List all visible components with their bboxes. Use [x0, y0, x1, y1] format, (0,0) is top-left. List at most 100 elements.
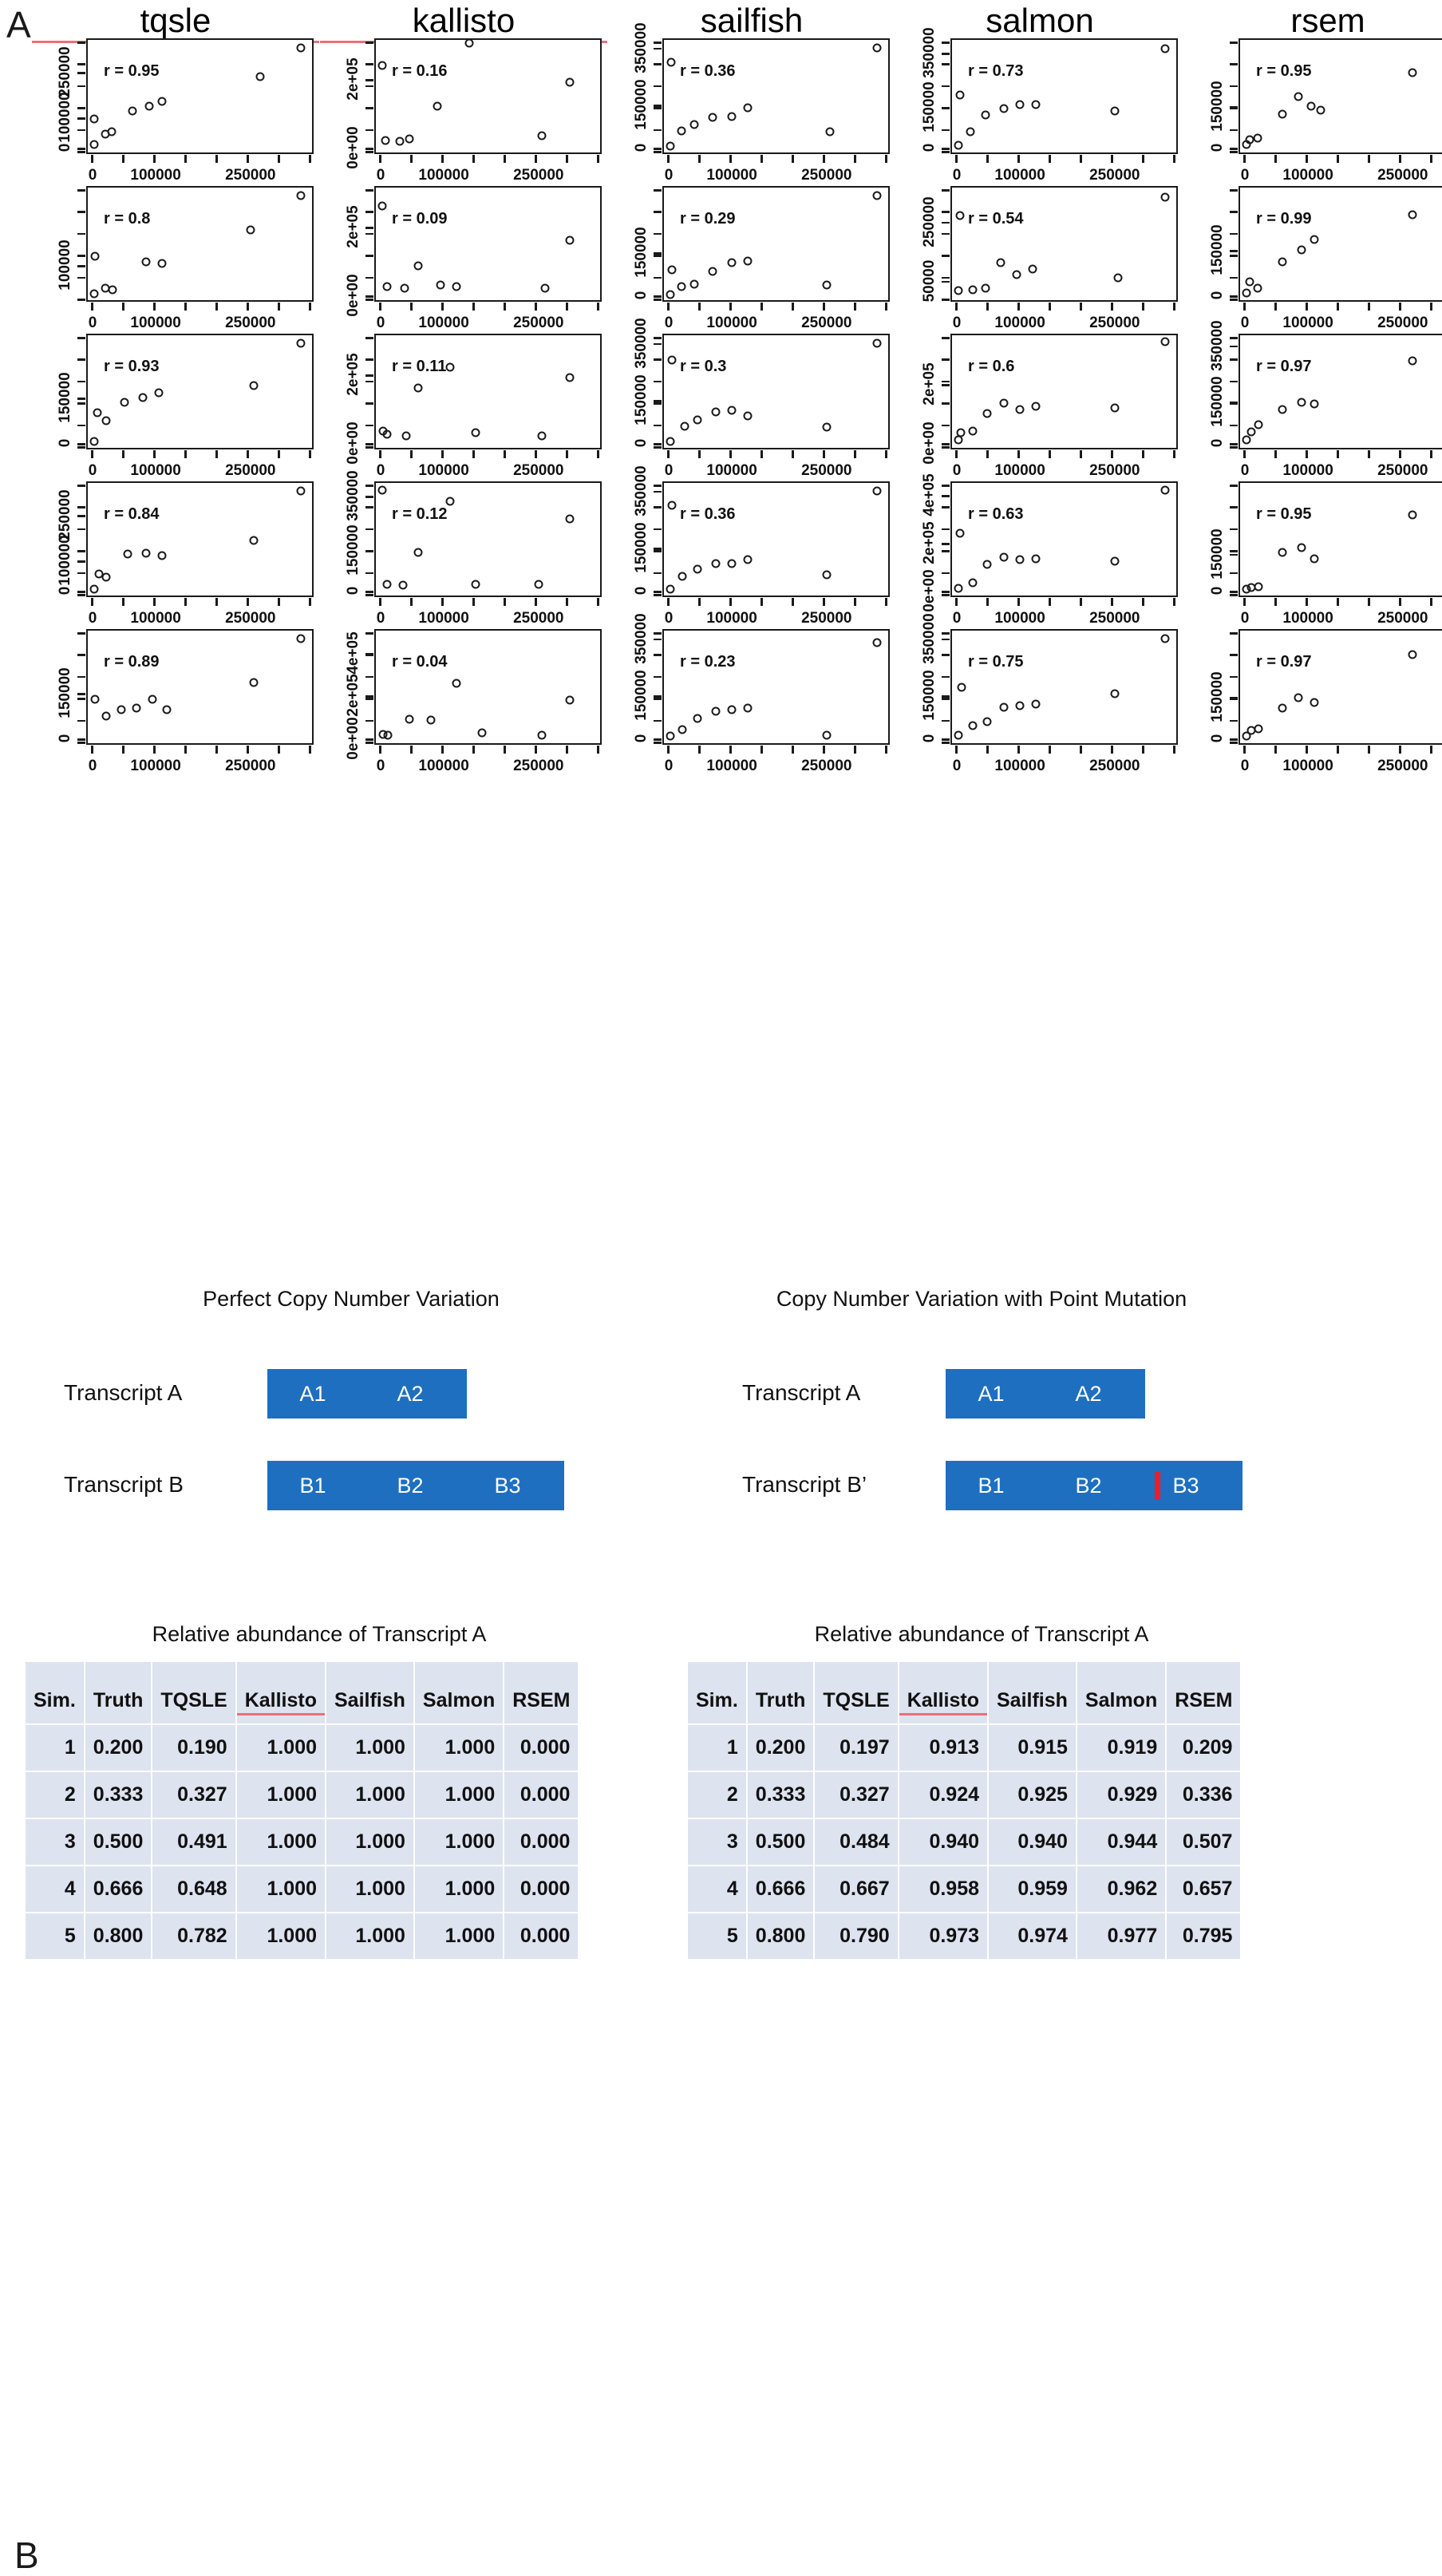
- data-point: [413, 383, 423, 393]
- data-point: [1294, 92, 1303, 101]
- y-axis-minor-tick: [654, 358, 662, 361]
- x-axis-tick: [441, 746, 444, 754]
- y-axis-minor-tick: [942, 151, 950, 153]
- table-cell: 0.940: [989, 1819, 1076, 1865]
- point-mutation-marker: [1155, 1472, 1160, 1500]
- x-axis-tick-label: 250000: [225, 315, 276, 331]
- y-axis-minor-tick: [654, 719, 662, 722]
- data-point: [144, 101, 154, 111]
- column-header-tqsle: TQSLE: [152, 1662, 235, 1723]
- table-cell: 0.973: [899, 1913, 987, 1959]
- y-axis-tick: [654, 252, 662, 255]
- plot-box: [950, 38, 1178, 154]
- y-axis-tick: [1230, 250, 1238, 252]
- x-axis-tick-label: 250000: [225, 610, 276, 627]
- plot-box: [1239, 38, 1442, 154]
- y-axis-tick-label: 100000: [57, 535, 73, 586]
- data-point: [93, 408, 102, 417]
- plot-box: [950, 629, 1178, 745]
- table-cell: 0.940: [899, 1819, 987, 1865]
- data-point: [872, 338, 882, 348]
- correlation-label: r = 0.6: [968, 358, 1015, 375]
- y-axis-minor-tick: [1230, 424, 1238, 427]
- correlation-label: r = 0.84: [104, 505, 160, 523]
- data-point: [1278, 109, 1287, 119]
- x-axis-tick: [504, 155, 506, 163]
- data-point: [1278, 257, 1287, 267]
- plot-box: [374, 629, 602, 745]
- data-point: [1254, 724, 1263, 734]
- table-cell: 1: [688, 1725, 746, 1771]
- y-axis-minor-tick: [77, 42, 85, 44]
- y-axis-minor-tick: [942, 742, 950, 744]
- data-point: [433, 101, 442, 111]
- x-axis-tick: [153, 155, 156, 163]
- x-axis-tick: [472, 155, 475, 163]
- x-axis-tick: [247, 303, 249, 311]
- y-axis-tick: [654, 105, 662, 107]
- x-axis-tick: [1111, 746, 1113, 754]
- data-point: [872, 191, 882, 200]
- x-axis-tick: [1173, 155, 1175, 163]
- y-axis-minor-tick: [365, 232, 373, 235]
- y-axis-tick-label: 150000: [57, 667, 73, 718]
- y-axis-tick: [77, 443, 85, 445]
- table-cell: 0.666: [85, 1866, 152, 1912]
- correlation-label: r = 0.95: [1256, 62, 1312, 80]
- data-point: [954, 730, 963, 740]
- x-axis-tick: [410, 746, 413, 754]
- x-axis-tick: [1049, 303, 1051, 311]
- x-axis-tick: [1337, 746, 1339, 754]
- x-axis-tick: [535, 598, 537, 606]
- y-axis-minor-tick: [365, 572, 373, 575]
- table-cell: 0.200: [747, 1725, 814, 1771]
- data-point: [999, 104, 1009, 113]
- y-axis-minor-tick: [1230, 276, 1238, 279]
- y-axis-tick-label: 0: [1209, 291, 1226, 300]
- plot-box: [1239, 186, 1442, 302]
- x-axis-tick-label: 100000: [1282, 758, 1333, 774]
- x-axis-tick-label: 250000: [801, 315, 852, 331]
- table-cell: 0.958: [899, 1866, 987, 1912]
- data-point: [727, 112, 737, 121]
- x-axis-tick: [1337, 598, 1339, 606]
- y-axis-minor-tick: [654, 232, 662, 235]
- x-axis-tick-label: 100000: [706, 315, 757, 331]
- data-point: [296, 486, 306, 496]
- data-point: [1310, 235, 1319, 244]
- x-axis-tick: [1337, 303, 1339, 311]
- transcript-segment-A1: A1: [267, 1369, 369, 1419]
- data-point: [565, 373, 575, 382]
- y-axis-tick-label: 350000: [633, 612, 650, 664]
- data-point: [405, 714, 414, 724]
- y-axis-tick: [77, 72, 85, 74]
- data-point: [1015, 100, 1025, 109]
- x-axis-tick: [1111, 155, 1113, 163]
- y-axis-tick: [654, 738, 662, 741]
- plot-box: [374, 38, 602, 154]
- data-point: [382, 282, 392, 291]
- x-axis-tick: [1430, 303, 1432, 311]
- x-axis-tick: [1049, 746, 1051, 754]
- y-axis-minor-tick: [365, 446, 373, 449]
- x-axis-tick: [278, 598, 280, 606]
- y-axis-minor-tick: [1230, 358, 1238, 361]
- y-axis-tick-label: 250000: [57, 489, 73, 540]
- table-cell: 0.962: [1077, 1866, 1166, 1912]
- y-axis-tick-label: 250000: [921, 196, 938, 247]
- data-point: [1242, 288, 1251, 298]
- y-axis-minor-tick: [654, 485, 662, 487]
- x-axis-tick: [792, 746, 794, 754]
- x-axis-tick: [1430, 746, 1432, 754]
- x-axis-tick: [1368, 450, 1370, 458]
- y-axis-minor-tick: [77, 85, 85, 88]
- y-axis-minor-tick: [365, 402, 373, 405]
- data-point: [436, 280, 445, 290]
- x-axis-tick: [1017, 450, 1020, 458]
- data-point: [1278, 703, 1287, 713]
- column-header-rsem: rsem: [1290, 2, 1365, 39]
- x-axis-tick: [986, 450, 989, 458]
- correlation-label: r = 0.11: [392, 358, 447, 375]
- x-axis-tick: [535, 155, 537, 163]
- correlation-label: r = 0.97: [1256, 358, 1312, 375]
